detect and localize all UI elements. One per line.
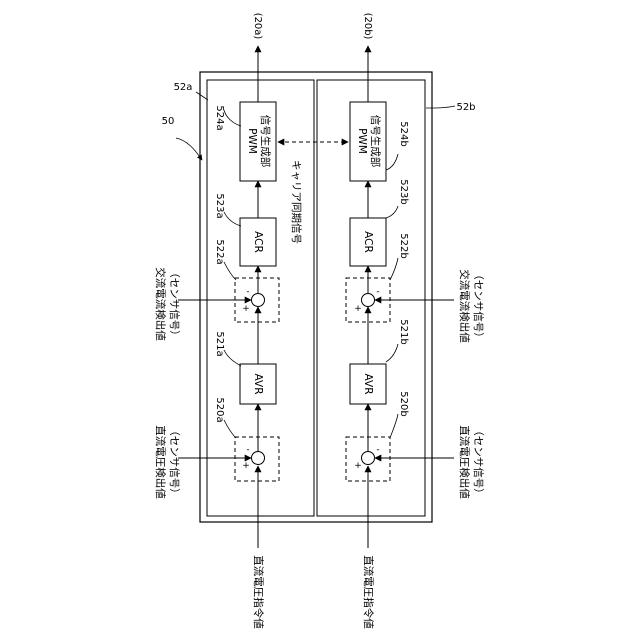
leader-52b [426, 106, 455, 108]
ac-detect-sub-a: （センサ信号） [168, 267, 180, 341]
leader-523b [386, 206, 398, 218]
a-sum2-junction [252, 294, 265, 307]
leader-50 [176, 138, 202, 160]
dc-command-label-b: 直流電圧指令値 [362, 555, 375, 629]
leader-524a [224, 110, 241, 126]
leader-520a [224, 420, 236, 438]
avr-b-label: AVR [362, 374, 374, 395]
a-sum2-minus: - [246, 287, 249, 297]
acr-a-label: ACR [252, 231, 264, 253]
ref-unit-b: 52b [456, 102, 475, 113]
a-sum1-plus: + [242, 461, 250, 471]
a-sum2-plus: + [242, 304, 250, 314]
b-sum1-junction [362, 452, 375, 465]
ac-detect-label-b: 交流電流検出値 [458, 269, 471, 343]
dc-detect-label-b: 直流電圧検出値 [458, 425, 471, 499]
leader-524b [386, 154, 398, 170]
dc-command-label-a: 直流電圧指令値 [252, 555, 265, 629]
pwm-a-label-line1: PWM [246, 128, 258, 154]
b-sum2-minus: - [376, 287, 379, 297]
leader-522a [224, 262, 236, 280]
ref-acr-a: 523a [214, 193, 225, 218]
ref-avr-a: 521a [214, 331, 225, 356]
a-sum1-minus: - [246, 445, 249, 455]
ref-sum1-b: 520b [398, 391, 409, 416]
leader-521a [224, 350, 241, 366]
ref-sum2-b: 522b [398, 233, 409, 258]
leader-523a [224, 212, 241, 226]
ref-acr-b: 523b [398, 179, 409, 204]
leader-520b [390, 414, 398, 438]
a-sum1-junction [252, 452, 265, 465]
output-label-b: (20b) [362, 13, 373, 40]
dc-detect-sub-a: （センサ信号） [168, 425, 180, 499]
ref-unit-a: 52a [174, 82, 193, 93]
ref-sum2-a: 522a [214, 239, 225, 264]
ref-avr-b: 521b [398, 319, 409, 344]
acr-b-label: ACR [362, 231, 374, 253]
leader-52a [196, 92, 208, 100]
dc-detect-label-a: 直流電圧検出値 [154, 425, 167, 499]
ref-pwm-a: 524a [214, 105, 225, 130]
output-label-a: (20a) [252, 13, 263, 40]
avr-a-label: AVR [252, 374, 264, 395]
b-sum1-plus: + [354, 461, 362, 471]
b-sum2-plus: + [354, 304, 362, 314]
ac-detect-label-a: 交流電流検出値 [154, 267, 167, 341]
leader-521b [386, 344, 398, 362]
b-sum1-minus: - [376, 445, 379, 455]
pwm-a-label-line2: 信号生成部 [259, 115, 272, 168]
ac-detect-sub-b: （センサ信号） [472, 269, 484, 343]
b-sum2-junction [362, 294, 375, 307]
carrier-sync-label: キャリア同期信号 [290, 160, 302, 244]
leader-522b [390, 258, 398, 280]
pwm-b-label-line2: 信号生成部 [369, 115, 382, 168]
ref-sum1-a: 520a [214, 397, 225, 422]
ref-pwm-b: 524b [398, 121, 409, 146]
pwm-b-label-line1: PWM [356, 128, 368, 154]
ref-controller: 50 [162, 116, 175, 127]
dc-detect-sub-b: （センサ信号） [472, 425, 484, 499]
